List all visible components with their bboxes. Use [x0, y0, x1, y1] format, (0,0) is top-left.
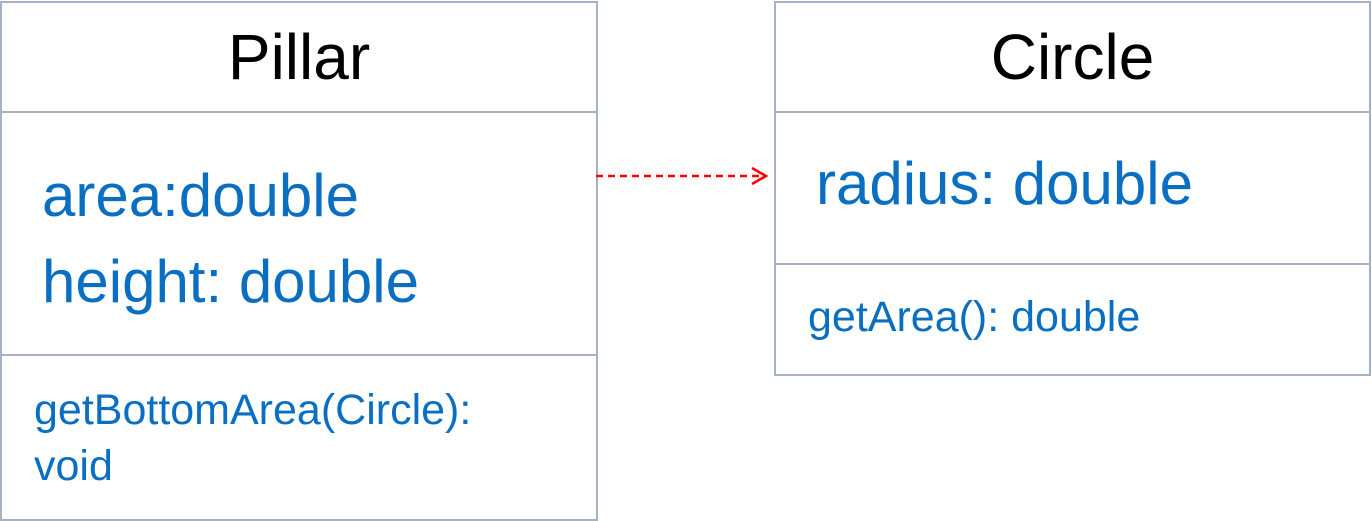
circle-attribute-radius: radius: double — [816, 150, 1193, 217]
dependency-arrow-head — [751, 166, 769, 186]
pillar-class-name-section: Pillar — [2, 3, 596, 113]
circle-method-get-area: getArea(): double — [808, 293, 1141, 341]
pillar-attributes-section: area:double height: double — [2, 113, 596, 356]
pillar-attribute-area: area:double — [42, 162, 359, 229]
pillar-class-name: Pillar — [227, 21, 371, 93]
circle-class-name: Circle — [990, 21, 1155, 93]
circle-methods-section: getArea(): double — [776, 265, 1369, 374]
dependency-arrow — [596, 166, 769, 186]
pillar-attribute-height: height: double — [42, 248, 419, 315]
circle-class-name-section: Circle — [776, 3, 1369, 113]
circle-class-box: Circle radius: double getArea(): double — [774, 1, 1371, 376]
pillar-method-get-bottom-area: getBottomArea(Circle): — [34, 386, 472, 434]
pillar-methods-section: getBottomArea(Circle): void — [2, 356, 596, 521]
pillar-method-return-type: void — [34, 442, 113, 490]
pillar-class-box: Pillar area:double height: double getBot… — [0, 1, 598, 521]
circle-attributes-section: radius: double — [776, 113, 1369, 265]
